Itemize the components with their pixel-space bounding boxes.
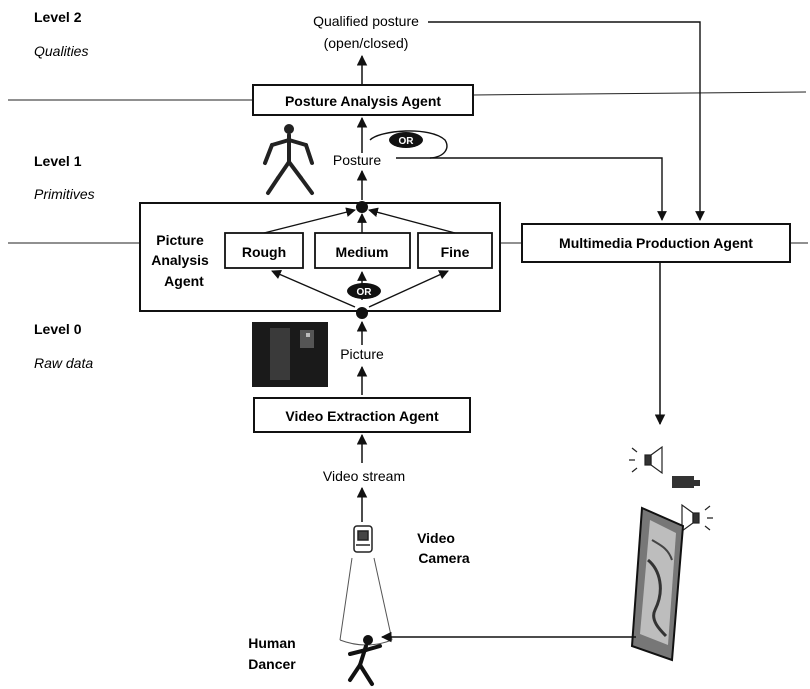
- rough-to-join-line: [263, 207, 356, 234]
- qualified-to-multimedia-connector: [428, 21, 705, 221]
- join-node-top: [356, 201, 368, 213]
- medium-resolution-box[interactable]: [314, 232, 411, 269]
- speaker-icon-left: [629, 445, 663, 475]
- posture-to-multimedia-connector: [396, 157, 667, 221]
- speaker-icon-right: [681, 503, 713, 533]
- picture-thumbnail: [252, 322, 328, 387]
- level0-subtitle: Raw data: [34, 355, 93, 371]
- fine-label: Fine: [441, 244, 470, 260]
- posture-skeleton-icon: [263, 124, 314, 195]
- or-branch-top-line: [369, 130, 448, 159]
- human-dancer-label-line2: Dancer: [248, 656, 296, 672]
- level1-title: Level 1: [34, 153, 82, 169]
- dancer-icon: [348, 635, 382, 686]
- multimedia-production-agent-box[interactable]: [521, 223, 791, 263]
- level2-subtitle: Qualities: [34, 43, 88, 59]
- qualified-posture-sublabel: (open/closed): [324, 35, 409, 51]
- split-node-bottom: [356, 307, 368, 319]
- level2-title: Level 2: [34, 9, 82, 25]
- video-extraction-agent-box[interactable]: [253, 397, 471, 433]
- picture-analysis-label-line1: Picture: [156, 232, 204, 248]
- multimedia-production-agent-label: Multimedia Production Agent: [559, 235, 753, 251]
- picture-analysis-label-line2: Analysis: [151, 252, 209, 268]
- video-camera-label-line2: Camera: [418, 550, 470, 566]
- human-dancer-label-line1: Human: [248, 635, 295, 651]
- or-label-bottom: OR: [357, 287, 373, 298]
- level2-separator-line-right: [472, 91, 807, 96]
- split-to-fine-line: [368, 270, 449, 308]
- picture-label: Picture: [340, 346, 384, 362]
- or-badge-bottom: [347, 283, 381, 299]
- posture-analysis-agent-box[interactable]: [252, 84, 474, 116]
- projector-icon: [672, 476, 700, 488]
- or-badge-top: [389, 132, 423, 148]
- camera-field-of-view: [339, 557, 393, 641]
- projection-screen: [630, 506, 685, 662]
- or-label-top: OR: [399, 136, 415, 147]
- video-extraction-agent-label: Video Extraction Agent: [285, 408, 439, 424]
- picture-analysis-label-line3: Agent: [164, 273, 204, 289]
- posture-label: Posture: [333, 152, 381, 168]
- medium-label: Medium: [336, 244, 389, 260]
- split-to-rough-line: [271, 270, 356, 308]
- video-camera-icon: [353, 525, 373, 553]
- qualified-posture-label: Qualified posture: [313, 13, 419, 29]
- rough-label: Rough: [242, 244, 286, 260]
- video-camera-label-line1: Video: [417, 530, 455, 546]
- level1-subtitle: Primitives: [34, 186, 95, 202]
- level0-title: Level 0: [34, 321, 82, 337]
- video-stream-label: Video stream: [323, 468, 405, 484]
- fine-to-join-line: [368, 207, 456, 234]
- posture-analysis-agent-label: Posture Analysis Agent: [285, 93, 441, 109]
- fine-resolution-box[interactable]: [417, 232, 493, 269]
